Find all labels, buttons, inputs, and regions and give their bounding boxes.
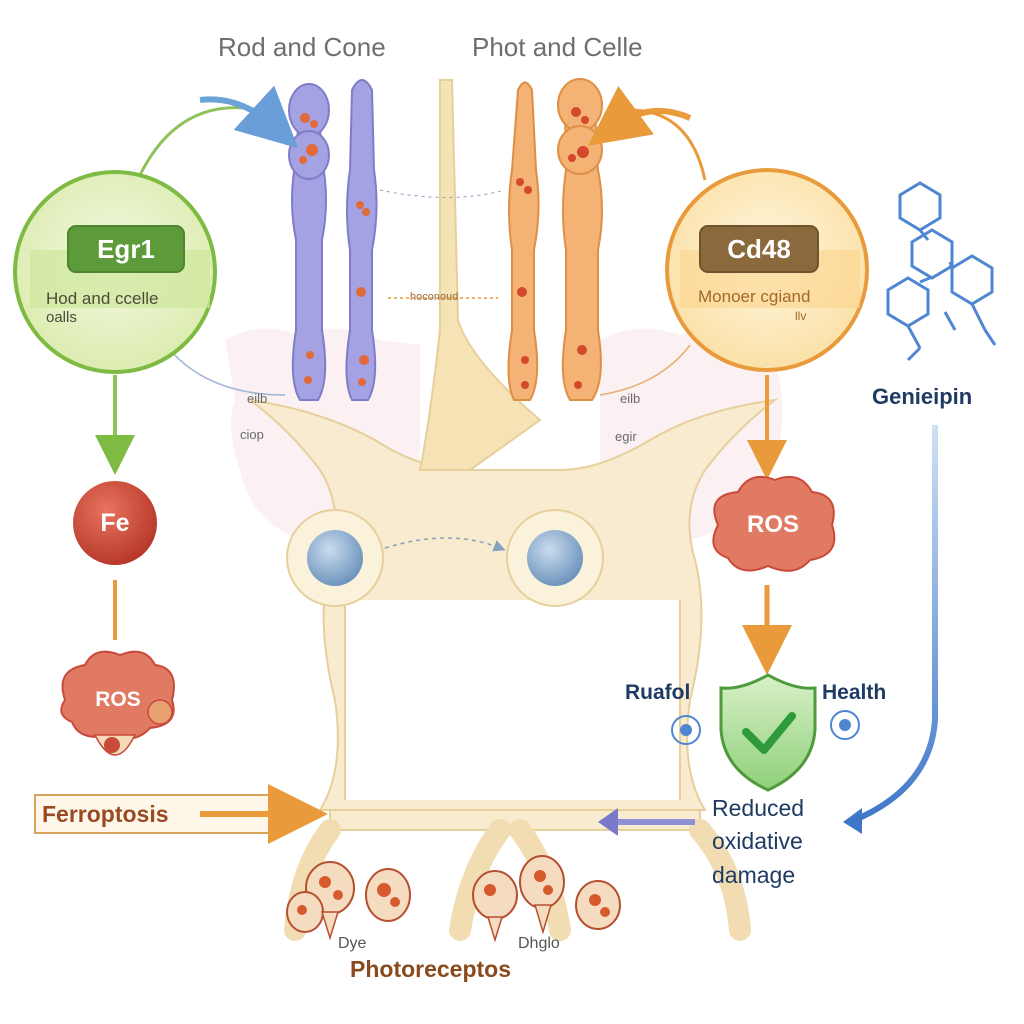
genipin-label: Genieipin <box>872 384 973 409</box>
cd48-label: Cd48 <box>727 234 791 264</box>
ruafol-label: Ruafol <box>625 681 691 704</box>
right-cell-label-top: eilb <box>620 391 641 406</box>
blue-curve-arrow <box>199 85 299 149</box>
reduced-line2: oxidative <box>712 828 803 854</box>
orange-photoreceptors <box>379 78 603 401</box>
fe-node <box>73 481 157 565</box>
egr1-badge <box>67 225 185 273</box>
genipin-arrow <box>848 425 938 825</box>
title-rod-and-cone: Rod and Cone <box>218 32 386 62</box>
left-nucleus <box>307 530 363 586</box>
egr1-circle <box>13 170 217 374</box>
cd48-to-cones-arrow <box>587 86 692 146</box>
cd48-subtext-line1: Monoer cgiand <box>698 287 811 306</box>
cd48-subtext-line2: llv <box>795 309 807 323</box>
title-phot-and-celle: Phot and Celle <box>472 32 643 62</box>
egr1-to-rods-arrow <box>138 106 261 176</box>
photoreceptor-label: Photoreceptos <box>350 956 512 982</box>
left-cell-label-top: eilb <box>247 391 268 406</box>
reduced-line3: damage <box>712 862 796 888</box>
cd48-circle <box>665 168 869 372</box>
checkmark-icon <box>742 712 796 754</box>
left-cell-label-mid: ciop <box>240 427 264 442</box>
genipin-molecule-icon <box>886 181 997 362</box>
cd48-badge <box>699 225 819 273</box>
egr1-subtext-line2: oalls <box>46 309 77 326</box>
left-ros-label: ROS <box>95 688 141 711</box>
purple-photoreceptors <box>288 79 378 401</box>
egr1-subtext-line1: Hod and ccelle <box>46 289 159 308</box>
right-cell-label-mid: egir <box>615 429 637 444</box>
left-ros-cloud <box>60 650 175 756</box>
middle-cell-label: hoconoud <box>410 291 459 303</box>
cell-icons <box>671 710 860 745</box>
right-ros-cloud <box>712 476 836 572</box>
ferroptosis-label: Ferroptosis <box>42 801 169 827</box>
reduced-line1: Reduced <box>712 795 805 821</box>
bottom-left-small-label: Dye <box>338 935 367 952</box>
egr1-label: Egr1 <box>97 234 155 264</box>
right-ros-label: ROS <box>746 511 799 538</box>
bottom-right-small-label: Dhglo <box>518 935 560 952</box>
damaged-photoreceptors <box>286 855 621 943</box>
right-nucleus <box>527 530 583 586</box>
reduced-damage-arrow <box>598 808 618 836</box>
fe-label: Fe <box>100 509 130 537</box>
health-shield-icon <box>719 673 817 792</box>
health-label: Health <box>822 681 887 704</box>
